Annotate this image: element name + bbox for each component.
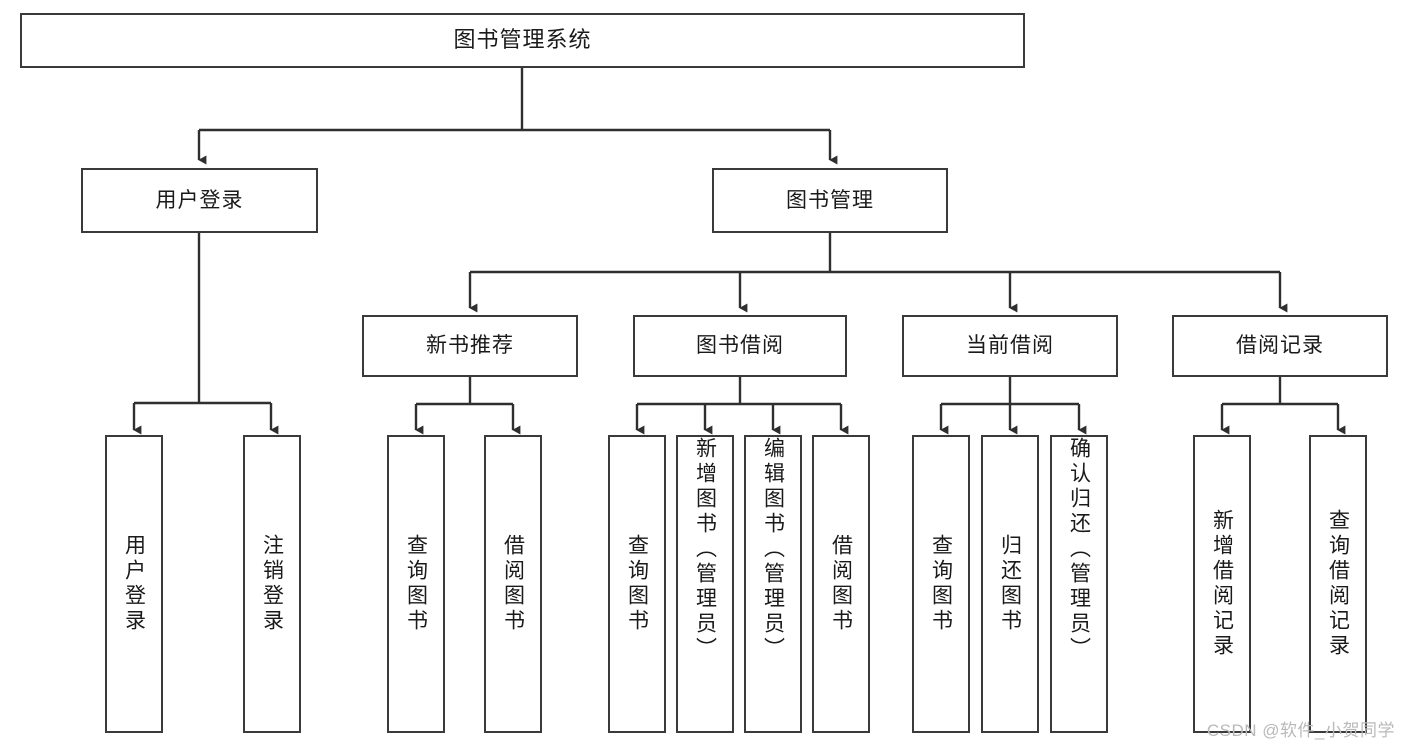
node-label: 编辑图书（管理员） [761,437,785,662]
leaf-borrow-borrow-books[interactable]: 借阅图书 [812,435,870,733]
node-label: 新书推荐 [426,334,514,358]
leaf-current-query-books[interactable]: 查询图书 [912,435,970,733]
leaf-current-confirm-return-admin[interactable]: 确认归还（管理员） [1050,435,1108,733]
node-label: 查询图书 [404,534,428,634]
node-label: 图书管理 [786,188,874,212]
node-current-borrow[interactable]: 当前借阅 [902,315,1118,377]
node-root-system[interactable]: 图书管理系统 [20,13,1025,68]
node-label: 当前借阅 [966,334,1054,358]
node-new-book-recommend[interactable]: 新书推荐 [362,315,578,377]
node-borrow-record[interactable]: 借阅记录 [1172,315,1388,377]
node-label: 新增图书（管理员） [693,437,717,662]
node-label: 用户登录 [122,534,146,634]
leaf-current-return-books[interactable]: 归还图书 [981,435,1039,733]
leaf-recommend-borrow-books[interactable]: 借阅图书 [484,435,542,733]
node-label: 查询图书 [625,534,649,634]
node-label: 确认归还（管理员） [1067,437,1091,662]
watermark: CSDN @软件_小贺同学 [1206,721,1395,740]
node-label: 查询借阅记录 [1326,509,1350,659]
node-label: 借阅图书 [501,534,525,634]
leaf-record-add-record[interactable]: 新增借阅记录 [1193,435,1251,733]
leaf-record-query-record[interactable]: 查询借阅记录 [1309,435,1367,733]
node-book-borrow[interactable]: 图书借阅 [633,315,847,377]
leaf-borrow-add-book-admin[interactable]: 新增图书（管理员） [676,435,734,733]
node-label: 用户登录 [155,188,244,212]
leaf-user-login-login[interactable]: 用户登录 [105,435,163,733]
node-user-login[interactable]: 用户登录 [81,168,318,233]
node-label: 借阅记录 [1236,334,1324,358]
node-book-management[interactable]: 图书管理 [712,168,948,233]
node-label: 归还图书 [998,534,1022,634]
node-label: 借阅图书 [829,534,853,634]
node-label: 注销登录 [260,534,284,634]
node-label: 图书借阅 [696,334,784,358]
node-label: 新增借阅记录 [1210,509,1234,659]
node-label: 图书管理系统 [453,27,592,53]
leaf-user-login-logout[interactable]: 注销登录 [243,435,301,733]
leaf-borrow-edit-book-admin[interactable]: 编辑图书（管理员） [744,435,802,733]
leaf-borrow-query-books[interactable]: 查询图书 [608,435,666,733]
node-label: 查询图书 [929,534,953,634]
leaf-recommend-query-books[interactable]: 查询图书 [387,435,445,733]
